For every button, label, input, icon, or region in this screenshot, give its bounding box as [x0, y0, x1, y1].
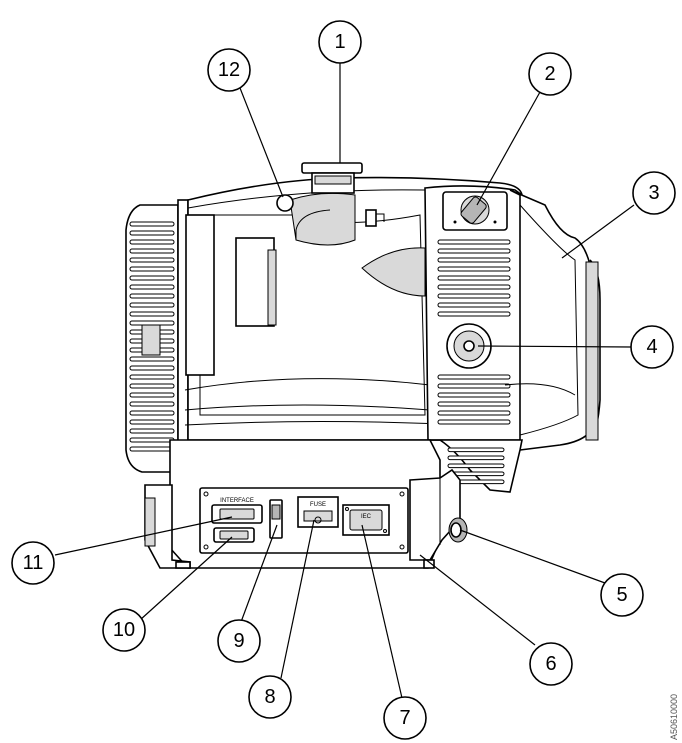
- leader-10: [139, 536, 233, 621]
- left-fin-3: [129, 248, 175, 254]
- motor-fin-lower-5: [437, 419, 511, 425]
- leader-3: [561, 204, 635, 259]
- callout-3: 3: [632, 171, 676, 215]
- left-end-cover: [125, 199, 189, 476]
- callout-11: 11: [11, 541, 55, 585]
- callout-8: 8: [248, 675, 292, 719]
- leader-2: [476, 91, 541, 206]
- motor-fin-3: [437, 266, 511, 272]
- motor-fin-lower-3: [437, 401, 511, 407]
- left-fin-10: [129, 311, 175, 317]
- motor-fin-7: [437, 302, 511, 308]
- callout-6: 6: [529, 642, 573, 686]
- motor-fin-0: [437, 239, 511, 245]
- callout-4-label: 4: [646, 336, 657, 358]
- power-switch: [269, 499, 283, 539]
- left-fin-9: [129, 302, 175, 308]
- left-fin-19: [129, 392, 175, 398]
- callout-12: 12: [207, 48, 251, 92]
- left-fin-24: [129, 437, 175, 443]
- callout-3-label: 3: [648, 182, 659, 204]
- leader-6: [419, 554, 536, 646]
- callout-10: 10: [102, 608, 146, 652]
- motor-fin-lower-2: [437, 392, 511, 398]
- leader-12: [239, 87, 284, 198]
- left-fin-6: [129, 275, 175, 281]
- left-fin-17: [129, 374, 175, 380]
- motor-fin-5: [437, 284, 511, 290]
- leader-7: [361, 524, 403, 699]
- callout-2-label: 2: [544, 63, 555, 85]
- callout-1-label: 1: [334, 31, 345, 53]
- lifting-bolt: [276, 194, 294, 212]
- callout-9-label: 9: [233, 630, 244, 652]
- left-fin-2: [129, 239, 175, 245]
- gas-ballast-fitting: [365, 209, 385, 227]
- motor-fin-2: [437, 257, 511, 263]
- fuse-holder: FUSE: [297, 496, 339, 528]
- motor-cooling-fins: [437, 239, 511, 425]
- motor-fin-lower-4: [437, 410, 511, 416]
- left-fin-8: [129, 293, 175, 299]
- left-fin-20: [129, 401, 175, 407]
- leader-11: [54, 516, 233, 556]
- left-fin-21: [129, 410, 175, 416]
- left-fin-15: [129, 356, 175, 362]
- left-fin-16: [129, 365, 175, 371]
- left-fin-0: [129, 221, 175, 227]
- left-fin-1: [129, 230, 175, 236]
- motor-fin-1: [437, 248, 511, 254]
- left-fin-5: [129, 266, 175, 272]
- inlet-flange: [301, 162, 363, 194]
- interface-connector-label: INTERFACE: [220, 498, 254, 504]
- motor-fin-lower-0: [437, 374, 511, 380]
- callout-7: 7: [383, 696, 427, 740]
- drain-port: [448, 517, 468, 543]
- connector-panel: INTERFACE FUSE IEC: [199, 487, 409, 554]
- leader-4: [477, 345, 632, 348]
- lower-fin-0: [447, 447, 505, 453]
- motor-fin-6: [437, 293, 511, 299]
- left-fin-7: [129, 284, 175, 290]
- left-fin-22: [129, 419, 175, 425]
- callout-10-label: 10: [113, 619, 135, 641]
- socket-label: IEC: [361, 514, 372, 520]
- motor-fin-lower-1: [437, 383, 511, 389]
- switch-plate: [442, 191, 508, 231]
- power-inlet-socket: IEC: [342, 504, 390, 536]
- fuse-label: FUSE: [310, 502, 326, 508]
- left-fin-18: [129, 383, 175, 389]
- left-fin-25: [129, 446, 175, 452]
- leader-lines: [54, 62, 635, 699]
- callout-1: 1: [318, 20, 362, 64]
- left-fin-11: [129, 320, 175, 326]
- callout-5-label: 5: [616, 584, 627, 606]
- callout-7-label: 7: [399, 707, 410, 729]
- callout-9: 9: [217, 619, 261, 663]
- leader-9: [240, 524, 278, 623]
- viewing-window: [361, 247, 426, 297]
- callout-11-label: 11: [23, 552, 44, 574]
- callout-4: 4: [630, 325, 674, 369]
- leader-5: [459, 529, 606, 584]
- serial-connector: [213, 527, 255, 543]
- left-fin-4: [129, 257, 175, 263]
- callout-5: 5: [600, 573, 644, 617]
- callout-8-label: 8: [264, 686, 275, 708]
- lower-fin-2: [447, 463, 505, 469]
- fan-housing: [504, 189, 601, 451]
- figure-reference-code: A50610000: [669, 694, 679, 740]
- lower-fin-1: [447, 455, 505, 461]
- left-fin-23: [129, 428, 175, 434]
- callout-2: 2: [528, 52, 572, 96]
- motor-fin-4: [437, 275, 511, 281]
- callout-6-label: 6: [545, 653, 556, 675]
- leader-8: [280, 519, 315, 679]
- callout-12-label: 12: [218, 59, 240, 81]
- motor-fin-8: [437, 311, 511, 317]
